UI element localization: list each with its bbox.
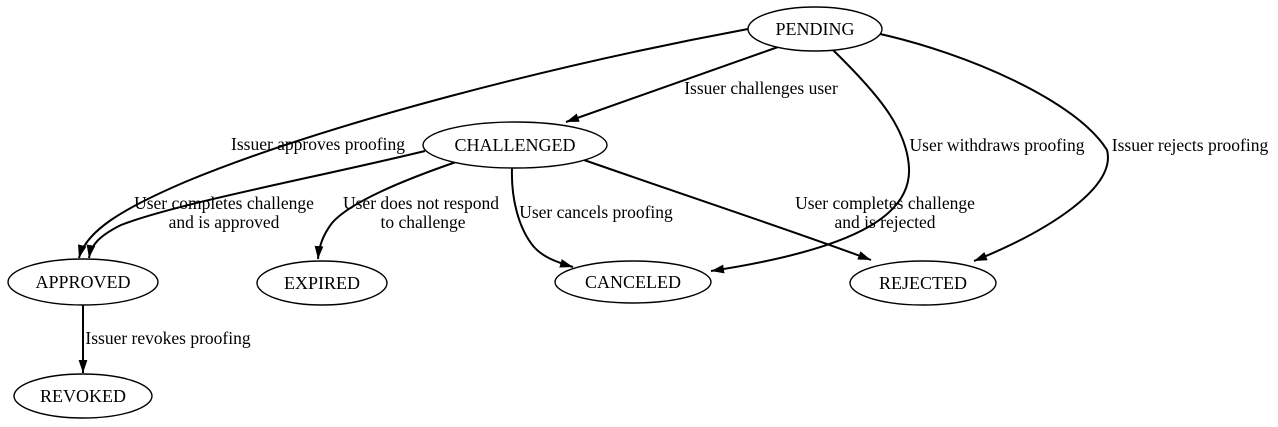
- edge-label-user-cancels-proofing: User cancels proofing: [519, 202, 673, 222]
- node-expired-label: EXPIRED: [284, 273, 360, 293]
- node-challenged-label: CHALLENGED: [455, 135, 576, 155]
- node-approved: APPROVED: [7, 258, 159, 306]
- node-pending: PENDING: [747, 6, 883, 52]
- node-canceled-label: CANCELED: [585, 272, 681, 292]
- edge-label-user-completes-challenge-approved-line2: and is approved: [169, 212, 280, 232]
- node-canceled-ellipse: [554, 260, 712, 304]
- nodes-group: PENDING CHALLENGED APPROVED EXPIRED CANC…: [7, 6, 997, 419]
- edge-pending-to-challenged: [565, 46, 779, 123]
- node-revoked-label: REVOKED: [40, 386, 126, 406]
- node-approved-label: APPROVED: [35, 272, 130, 292]
- node-pending-ellipse: [747, 6, 883, 52]
- edge-label-issuer-revokes-proofing: Issuer revokes proofing: [85, 328, 250, 348]
- edges-group: [78, 28, 1109, 373]
- edge-label-user-completes-challenge-rejected-line2: and is rejected: [834, 212, 935, 232]
- node-rejected: REJECTED: [849, 260, 997, 306]
- edge-label-issuer-challenges-user: Issuer challenges user: [684, 78, 838, 98]
- edge-label-user-completes-challenge-rejected-line1: User completes challenge: [795, 193, 975, 213]
- node-challenged-ellipse: [422, 121, 608, 169]
- node-approved-ellipse: [7, 258, 159, 306]
- node-rejected-ellipse: [849, 260, 997, 306]
- node-challenged: CHALLENGED: [422, 121, 608, 169]
- node-rejected-label: REJECTED: [879, 273, 967, 293]
- edge-challenged-to-canceled: [510, 167, 574, 268]
- edge-challenged-to-rejected: [583, 159, 872, 261]
- node-revoked-ellipse: [13, 373, 153, 419]
- edge-label-issuer-rejects-proofing: Issuer rejects proofing: [1112, 135, 1269, 155]
- edge-label-user-completes-challenge-approved-line1: User completes challenge: [134, 193, 314, 213]
- node-pending-label: PENDING: [776, 19, 855, 39]
- edge-labels-group: Issuer challenges user Issuer approves p…: [85, 78, 1268, 348]
- edge-pending-to-approved: [78, 28, 749, 259]
- edge-label-issuer-approves-proofing: Issuer approves proofing: [231, 134, 405, 154]
- edge-label-user-does-not-respond-line2: to challenge: [380, 212, 465, 232]
- node-expired: EXPIRED: [256, 260, 388, 306]
- edge-label-user-withdraws-proofing: User withdraws proofing: [910, 135, 1085, 155]
- node-expired-ellipse: [256, 260, 388, 306]
- edge-pending-to-rejected: [879, 33, 1109, 262]
- edge-challenged-to-expired: [314, 161, 457, 260]
- node-revoked: REVOKED: [13, 373, 153, 419]
- edge-label-user-does-not-respond-line1: User does not respond: [343, 193, 499, 213]
- node-canceled: CANCELED: [554, 260, 712, 304]
- edge-pending-to-canceled: [710, 49, 911, 274]
- edge-challenged-to-approved: [86, 150, 426, 259]
